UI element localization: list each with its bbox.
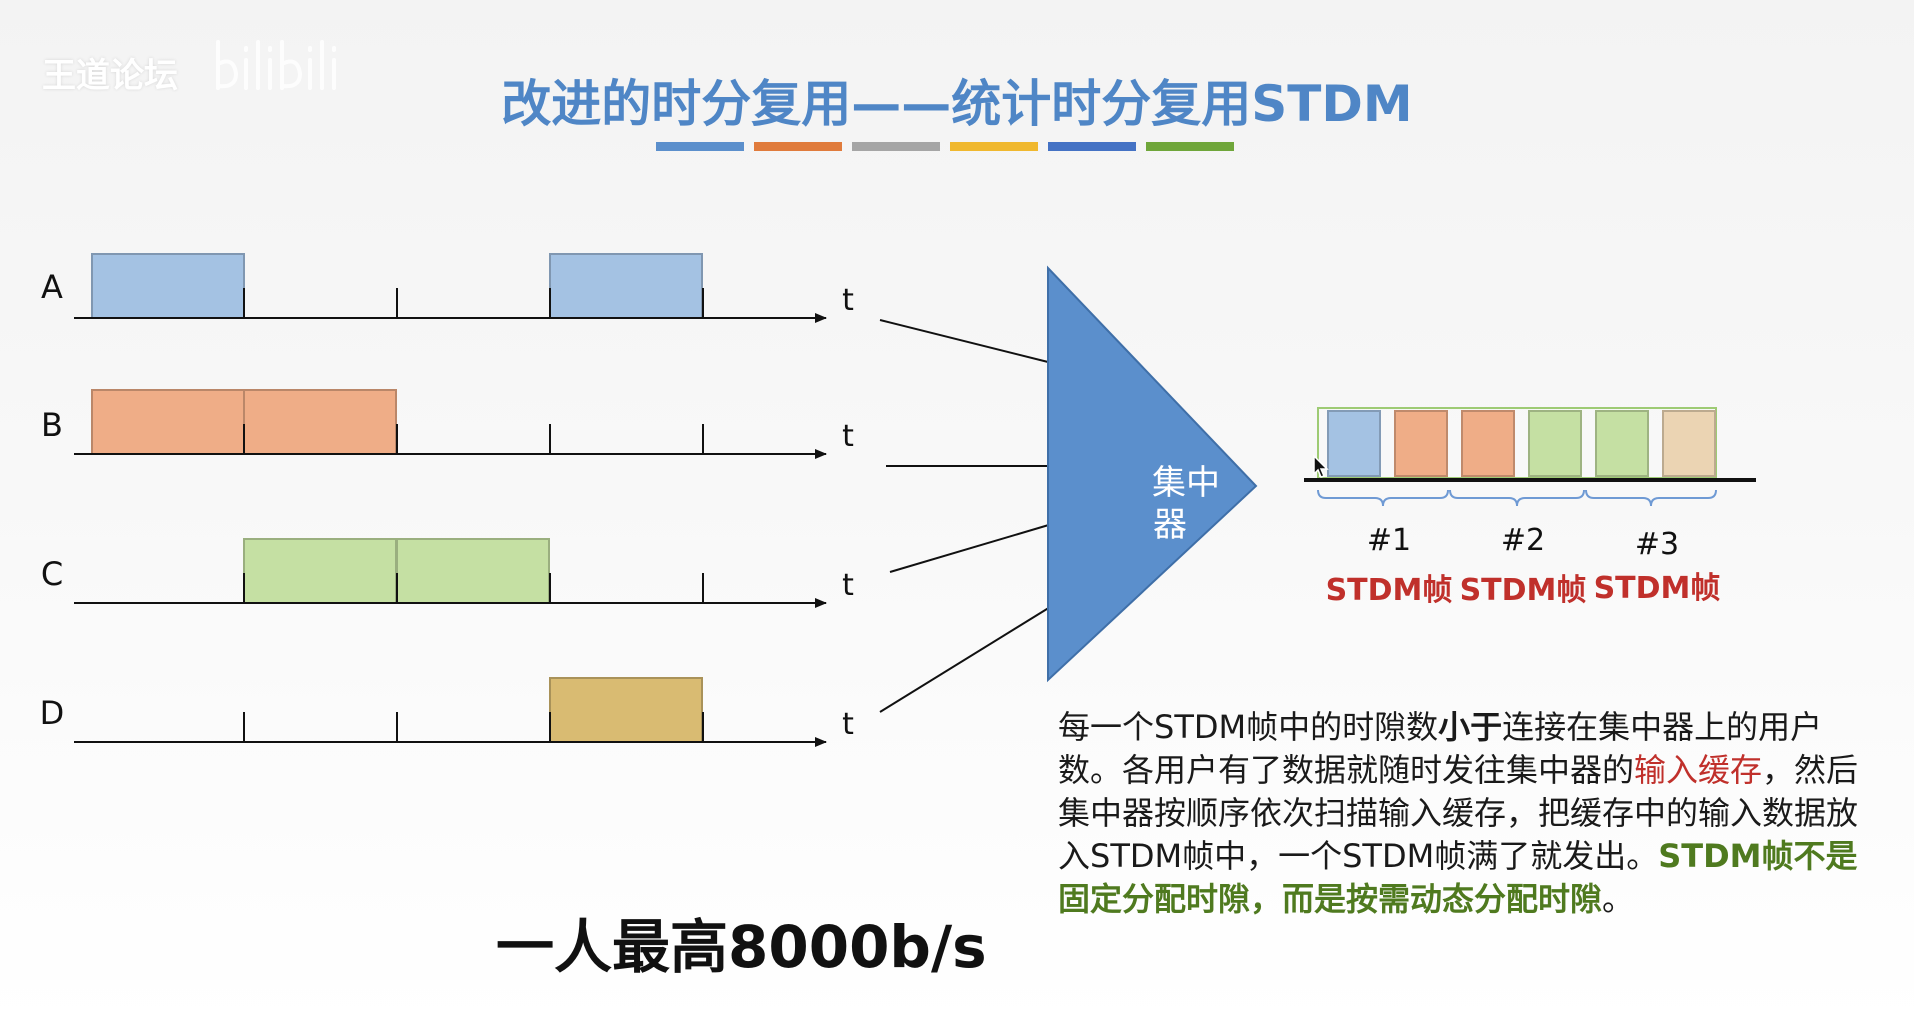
time-slot-block [549,677,703,743]
frame-bracket [1585,489,1717,507]
connector-line [879,319,1049,363]
input-connector-lines [879,319,1056,713]
time-slot-block [396,538,550,604]
page-title: 改进的时分复用——统计时分复用STDM [501,75,1413,133]
connector-line [879,603,1056,713]
title-color-bar [1146,142,1234,151]
time-slot-block [549,253,703,319]
title-color-bar [1048,142,1136,151]
concentrator-triangle [1047,265,1258,683]
time-slot-block [91,253,245,319]
time-label: t [842,419,854,454]
time-label: t [842,283,854,318]
frame-label: STDM帧 [1460,573,1587,608]
desc-part-1: 每一个STDM帧中的时隙数 [1058,708,1439,746]
channel-label: C [41,555,63,593]
description-text: 每一个STDM帧中的时隙数小于连接在集中器上的用户数。各用户有了数据就随时发往集… [1058,706,1878,921]
output-slot [1394,410,1448,477]
output-slot [1595,410,1649,477]
max-rate-text: 一人最高8000b/s [496,913,987,981]
title-color-bar [754,142,842,151]
time-label: t [842,707,854,742]
concentrator-label-line1: 集中 [1152,463,1220,503]
desc-part-2: 小于 [1438,708,1503,746]
frame-number: #2 [1501,523,1545,558]
output-slot [1461,410,1515,477]
desc-part-7: 。 [1602,880,1635,918]
time-slot-block [243,538,397,604]
frame-number: #1 [1367,523,1411,558]
time-slot-block [91,389,245,455]
frame-label: STDM帧 [1326,573,1453,608]
watermark-text: 王道论坛 [42,56,178,96]
time-label: t [842,568,854,603]
title-color-bar [852,142,940,151]
frame-bracket [1449,489,1585,507]
frame-bracket [1317,489,1449,507]
channel-label: D [40,694,65,732]
output-slot [1327,410,1381,477]
bilibili-logo-icon [216,40,336,90]
title-color-bar [656,142,744,151]
desc-input-buffer: 输入缓存 [1634,751,1763,789]
mouse-cursor-icon [1313,454,1329,478]
output-slot [1528,410,1582,477]
channel-label: A [41,268,63,306]
frame-number: #3 [1635,527,1679,562]
time-slot-block [243,389,397,455]
concentrator: 集中 器 [1047,265,1258,683]
channel-label: B [41,406,63,444]
concentrator-label-line2: 器 [1153,505,1187,545]
desc-dynamic-allocation: STDM帧不是固定分配时隙，而是按需动态分配时隙 [1058,837,1858,918]
connector-line [889,523,1053,573]
desc-part-3: 连接在集中器上的用户数。各用户有了数据就随时发往集中器的 [1058,708,1823,789]
output-slot [1662,410,1716,477]
title-color-bar [950,142,1038,151]
desc-part-5: ，然后集中器按顺序依次扫描输入缓存，把缓存中的输入数据放入STDM帧中，一个ST… [1058,751,1859,875]
frame-label: STDM帧 [1594,571,1721,606]
